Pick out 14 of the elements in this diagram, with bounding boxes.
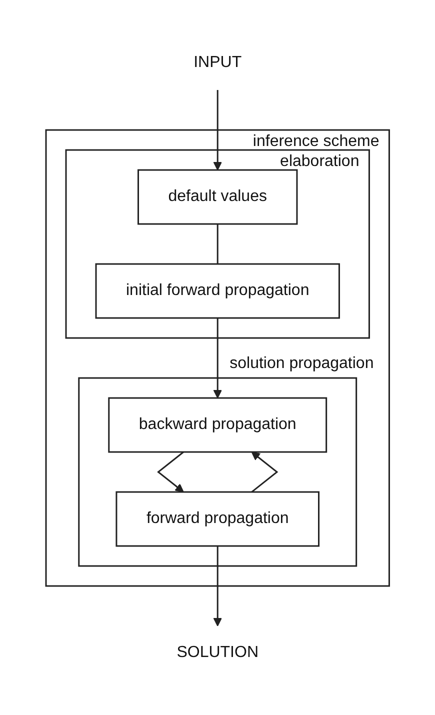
node-box: default values [137, 168, 298, 224]
arrow [213, 318, 222, 398]
node-label: solution propagation [230, 354, 374, 372]
arrow [213, 546, 222, 626]
cluster [78, 376, 357, 566]
node-box: initial forward propagation [95, 262, 340, 318]
arrow [156, 450, 184, 492]
arrow [213, 90, 222, 170]
node-box: backward propagation [108, 396, 327, 452]
arrow [251, 451, 278, 492]
connector [216, 224, 218, 264]
node-text: SOLUTION [176, 644, 258, 660]
node-text: INPUT [194, 54, 242, 70]
node-box: forward propagation [116, 490, 320, 546]
